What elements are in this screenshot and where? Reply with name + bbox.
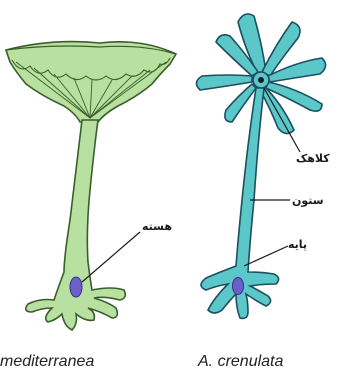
cap-label: کلاهک xyxy=(296,152,330,165)
left-species-label: mediterranea xyxy=(0,353,94,370)
right-nucleus xyxy=(233,278,244,295)
left-nucleus xyxy=(70,277,82,297)
left-cap xyxy=(6,42,176,122)
nucleus-pointer-line xyxy=(82,232,140,282)
foot-label: پایه xyxy=(288,238,307,251)
right-species-label: A. crenulata xyxy=(197,353,283,370)
left-organism xyxy=(6,42,176,330)
left-stalk xyxy=(26,120,126,330)
nucleus-label: هسته xyxy=(142,220,172,233)
foot-pointer-line xyxy=(244,246,288,266)
right-organism xyxy=(196,14,325,318)
stalk-label: ستون xyxy=(292,194,324,207)
